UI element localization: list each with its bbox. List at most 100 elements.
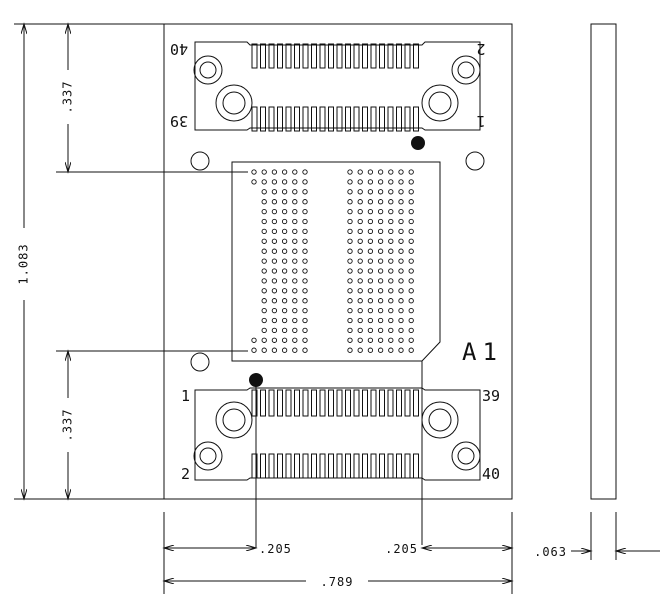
bga-ball (377, 169, 384, 175)
bga-ball (261, 268, 267, 274)
connector-pin (319, 106, 326, 132)
bga-ball (261, 258, 267, 264)
bga-ball (261, 307, 267, 314)
connector-pin (404, 453, 411, 479)
bga-ball (347, 268, 353, 274)
bga-ball (398, 278, 404, 284)
connector-pin (353, 389, 360, 417)
bga-ball (347, 189, 353, 195)
bga-ball (302, 278, 308, 284)
connector-pin (362, 453, 368, 479)
bga-ball (388, 169, 394, 175)
connector-pin (387, 106, 394, 132)
bga-ball (367, 199, 374, 205)
bga-ball (281, 347, 288, 353)
connector-pin (319, 453, 326, 479)
bga-ball (388, 327, 394, 334)
bga-ball (357, 298, 363, 304)
top-connector-outline (194, 41, 481, 131)
connector-pin (387, 453, 394, 479)
connector-pin (379, 389, 385, 417)
bga-ball (347, 327, 353, 334)
connector-pin (396, 389, 402, 417)
bga-ball (408, 258, 414, 264)
bga-ball (261, 288, 267, 294)
connector-pin (379, 43, 385, 69)
bga-ball (388, 258, 394, 264)
connector-pin (302, 43, 309, 69)
bga-ball (377, 268, 384, 274)
connector-pin (413, 453, 419, 479)
bga-ball (281, 317, 288, 324)
bga-ball (367, 327, 374, 334)
bga-ball (367, 347, 374, 353)
connector-pin (379, 106, 385, 132)
bga-ball (367, 268, 374, 274)
bga-ball (261, 327, 267, 334)
connector-pin (277, 389, 283, 417)
bga-ball (271, 199, 278, 205)
bga-ball (292, 327, 298, 334)
bga-ball (388, 288, 394, 294)
bga-ball (347, 208, 353, 215)
connector-pin (404, 389, 411, 417)
bga-ball (281, 248, 288, 254)
bga-ball (408, 199, 414, 205)
connector-pin (370, 43, 377, 69)
bga-ball (357, 228, 363, 235)
dim-left-offset-text: .205 (259, 542, 292, 556)
bga-ball (377, 337, 384, 343)
bga-ball (377, 347, 384, 353)
bga-ball (271, 238, 278, 244)
bga-ball (347, 347, 353, 353)
bga-ball (398, 228, 404, 235)
bga-ball (388, 268, 394, 274)
bga-ball (408, 278, 414, 284)
connector-pin (404, 106, 411, 132)
bga-ball (271, 208, 278, 215)
bga-ball (367, 298, 374, 304)
connector-pin (336, 389, 343, 417)
bga-ball (302, 218, 308, 225)
connector-pin (251, 43, 258, 69)
bga-ball (377, 288, 384, 294)
bga-ball (302, 179, 308, 185)
bga-ball (388, 278, 394, 284)
bga-ball (302, 317, 308, 324)
bga-ball (347, 258, 353, 264)
bga-ball (367, 337, 374, 343)
connector-pin (336, 43, 343, 69)
connector-pin (294, 389, 300, 417)
bga-ball (357, 208, 363, 215)
bga-ball (261, 337, 267, 343)
bga-ball (398, 189, 404, 195)
dim-width-text: .789 (321, 575, 354, 589)
bga-ball (292, 298, 298, 304)
fiducial-bottom-left (190, 352, 210, 372)
top-right-small-hole (451, 55, 481, 85)
bga-ball (377, 327, 384, 334)
bga-ball (261, 189, 267, 195)
connector-pin (285, 43, 292, 69)
bga-ball (347, 199, 353, 205)
bga-ball (398, 208, 404, 215)
bga-ball (357, 268, 363, 274)
bga-ball (357, 218, 363, 225)
bga-ball (271, 317, 278, 324)
bga-ball (251, 169, 257, 175)
bga-ball (271, 169, 278, 175)
bga-ball (281, 298, 288, 304)
bga-ball (367, 238, 374, 244)
label-top-right-1: 1 (476, 112, 485, 130)
bga-ball (388, 298, 394, 304)
bga-ball (302, 307, 308, 314)
board-outline (163, 23, 513, 500)
bga-ball (281, 288, 288, 294)
connector-pin (370, 389, 377, 417)
bga-ball (408, 169, 414, 175)
bga-ball (388, 189, 394, 195)
bottom-left-small-hole (193, 441, 223, 471)
bga-ball (271, 278, 278, 284)
bga-ball (347, 218, 353, 225)
connector-pin (387, 389, 394, 417)
